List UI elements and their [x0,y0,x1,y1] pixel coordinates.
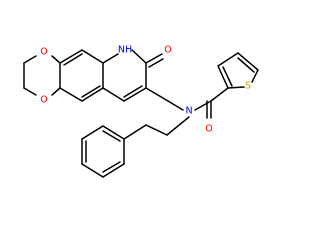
bond [51,87,61,96]
bond [81,125,104,140]
bond [194,100,212,111]
bond [166,116,190,136]
bond [102,163,125,178]
bond [237,57,255,73]
bond [217,65,229,89]
bond [237,52,259,71]
bond [145,87,169,102]
bond [59,49,83,64]
bond [131,49,147,64]
bond [81,87,104,102]
atom-label-o-ether-top: O [40,47,47,58]
bond-layer [23,49,259,178]
bond [148,58,164,68]
bond [123,85,143,98]
bond [63,53,83,66]
bond [217,52,239,67]
atom-label-s-thiophene: S [245,81,251,92]
bond [210,87,229,102]
bond [102,87,125,102]
atom-label-layer: NH O O O N O S [40,45,251,135]
bond [227,86,245,89]
bond [145,53,163,64]
atom-label-n-amide: N [185,106,192,117]
atom-label-o-amide: O [205,124,212,135]
bond [102,125,125,140]
bond [251,69,259,83]
bond [81,163,104,178]
bond [23,87,37,96]
atom-label-o-carbonyl-ring: O [164,45,171,56]
atom-label-nh: NH [118,45,132,56]
bond [102,161,121,173]
atom-label-o-ether-bottom: O [40,95,47,106]
bond [59,87,83,102]
bond [51,55,61,64]
bond [123,124,147,140]
bond [102,130,121,142]
bond [123,87,147,102]
molecule-structure: NH O O O N O S [23,45,259,178]
bond [222,66,233,87]
bond [145,124,168,136]
bond [81,85,101,98]
bond [167,100,184,111]
bond [81,49,104,64]
bond [102,53,119,64]
bond [23,55,37,64]
